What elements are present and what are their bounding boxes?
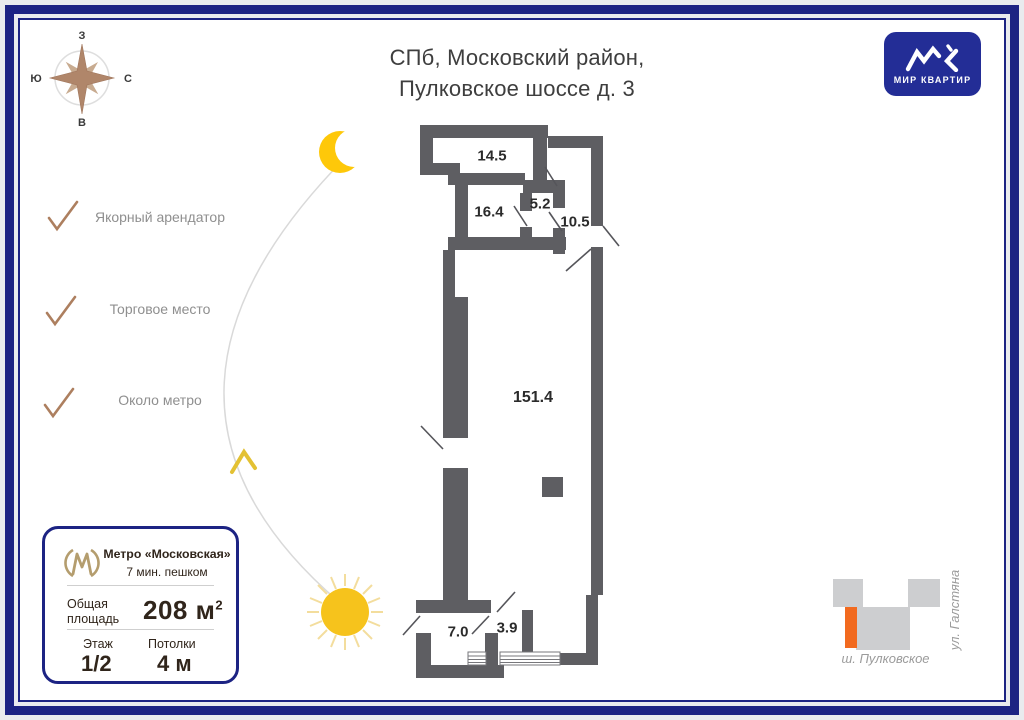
room-area-14-5: 14.5 — [477, 147, 507, 165]
title-line-2: Пулковское шоссе д. 3 — [399, 76, 635, 101]
check-icon — [45, 295, 77, 327]
room-area-16-4: 16.4 — [474, 203, 504, 221]
door-swings — [402, 166, 620, 636]
total-area-label: Общая площадь — [67, 597, 120, 626]
metro-station-name: Метро «Московская» — [103, 547, 231, 561]
sun-icon — [307, 574, 383, 650]
stairs — [467, 651, 561, 666]
compass-label-right: С — [124, 73, 132, 85]
ceiling-value: 4 м — [157, 651, 192, 676]
title-line-1: СПб, Московский район, — [389, 45, 645, 70]
building-block — [833, 579, 863, 607]
floor-value: 1/2 — [81, 651, 112, 676]
feature-near-metro: Около метро — [118, 392, 202, 408]
street-label-galstyana: ул. Галстяна — [947, 569, 962, 651]
property-location-marker — [845, 607, 857, 648]
feature-anchor-tenant: Якорный арендатор — [94, 209, 226, 225]
compass-label-left: Ю — [30, 73, 41, 85]
floor-label: Этаж — [83, 637, 113, 651]
page-title: СПб, Московский район, Пулковское шоссе … — [312, 42, 722, 104]
metro-icon — [64, 548, 100, 578]
check-icon — [43, 387, 75, 419]
room-area-10-5: 10.5 — [560, 213, 590, 231]
total-area-value: 208 м2 — [143, 595, 224, 625]
floor-plan — [402, 125, 620, 678]
room-area-5-2: 5.2 — [529, 195, 551, 213]
sun-path-arc — [223, 157, 346, 603]
info-card: Метро «Московская» 7 мин. пешком Общая п… — [42, 526, 239, 684]
brand-name: МИР КВАРТИР — [893, 74, 972, 85]
compass-label-top: З — [79, 30, 86, 42]
brand-mk-icon — [905, 43, 958, 72]
feature-retail-place: Торговое место — [109, 301, 211, 317]
card-divider — [67, 629, 214, 630]
street-label-pulkovskoe: ш. Пулковское — [841, 651, 930, 666]
room-area-151-4: 151.4 — [512, 389, 554, 406]
arc-arrow-icon — [230, 448, 257, 474]
metro-walk-time: 7 мин. пешком — [126, 565, 208, 579]
room-area-7-0: 7.0 — [447, 623, 469, 641]
check-icon — [47, 200, 79, 232]
ceiling-label: Потолки — [148, 637, 196, 651]
room-area-3-9: 3.9 — [496, 619, 518, 637]
sun-path-graphic — [223, 129, 383, 650]
brand-logo: МИР КВАРТИР — [884, 32, 981, 96]
building-block — [856, 607, 910, 650]
moon-icon — [319, 129, 373, 173]
compass-rose: З Ю С В — [30, 30, 132, 129]
compass-main-star — [48, 43, 116, 115]
compass-label-bottom: В — [78, 117, 86, 129]
building-block — [908, 579, 940, 607]
column — [542, 477, 563, 497]
floor-plan-walls — [416, 125, 603, 678]
card-divider — [67, 585, 214, 586]
